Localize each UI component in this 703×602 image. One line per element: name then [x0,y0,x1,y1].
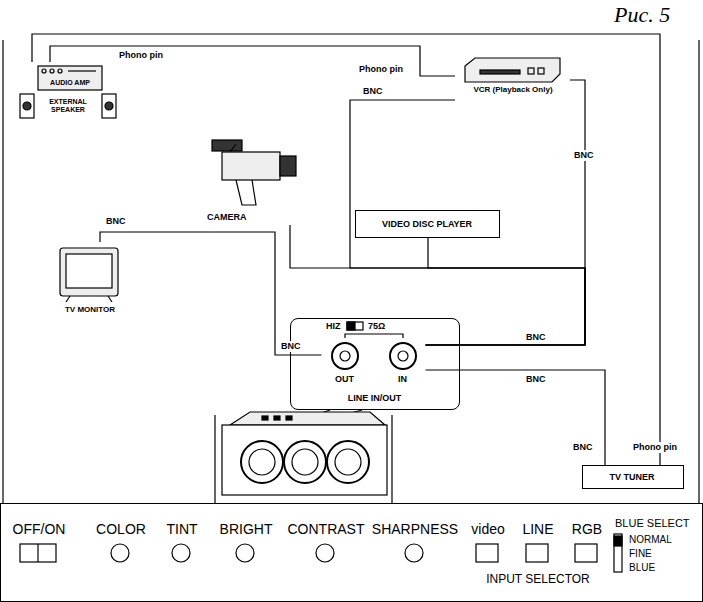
cable-line [50,46,455,76]
in-jack: IN [380,336,426,392]
node-label: TV MONITOR [40,305,140,314]
node-label: OFF/ON [13,521,66,537]
control-strip-drawing [20,534,622,572]
node-label: video [471,521,504,537]
audio-amp-drawing [20,66,116,118]
node-label: VCR (Playback Only) [463,85,563,94]
node-label: EXTERNAL SPEAKER [36,98,100,114]
node-label: TV TUNER [583,472,682,482]
node-label: INPUT SELECTOR [486,573,590,587]
video-disc-player: VIDEO DISC PLAYER [355,210,500,238]
cable-label: BNC [280,341,302,352]
cable-label: BNC [362,86,384,97]
node-label: RGB [572,521,602,537]
node-label: AUDIO AMP [38,79,102,87]
node-label: HIZ [326,321,341,331]
tv-tuner: TV TUNER [582,465,684,489]
node-label: BLUE [629,562,655,574]
line-panel: HIZ 75Ω LINE IN/OUT OUT IN [290,318,460,410]
control-strip: OFF/ON COLOR TINT BRIGHT CONTRAST SHARPNESS vi… [0,503,703,602]
node-label: BRIGHT [220,521,273,537]
node-label: OUT [322,374,368,384]
connector-label: BNC [105,216,127,227]
cable-line [426,370,606,465]
cable-label: Phono pin [358,64,404,75]
figure-title: Рис. 5 [614,2,670,28]
connector-label: BNC [572,442,594,453]
node-label: FINE [629,548,652,560]
connector-label: Phono pin [118,50,164,61]
cable-line [290,225,585,345]
node-label: NORMAL [629,534,672,546]
camera: CAMERA [195,130,300,225]
frame-line [698,40,699,503]
cable-label: Phono pin [632,442,678,453]
node-label: COLOR [96,521,146,537]
cable-label: BNC [573,150,595,161]
node-label: IN [380,374,426,384]
node-label: CAMERA [207,212,247,222]
tv-monitor: TV MONITOR [40,242,140,320]
node-label: TINT [166,521,197,537]
node-label: CONTRAST [288,521,365,537]
node-label: SHARPNESS [372,521,458,537]
node-label: BLUE SELECT [615,517,690,530]
node-label: VIDEO DISC PLAYER [356,219,498,229]
frame-line [2,40,3,503]
line-switch [332,322,416,369]
out-jack: OUT [322,336,368,392]
node-label: 75Ω [368,321,385,331]
cable-line [426,80,586,345]
cable-line [100,232,322,355]
node-label: LINE [522,521,553,537]
tv-monitor-drawing [60,248,118,302]
cable-line [32,34,660,465]
node-label: LINE IN/OUT [291,393,458,403]
connector-label: BNC [525,332,547,343]
camera-drawing [212,140,296,205]
cable-line [350,100,585,345]
cable-line [426,238,586,345]
audio-amp: AUDIO AMP EXTERNAL SPEAKER [18,62,118,124]
cable-label: BNC [525,374,547,385]
projector-drawing [215,410,392,503]
vcr: VCR (Playback Only) [455,55,570,125]
vcr-drawing [465,58,560,82]
